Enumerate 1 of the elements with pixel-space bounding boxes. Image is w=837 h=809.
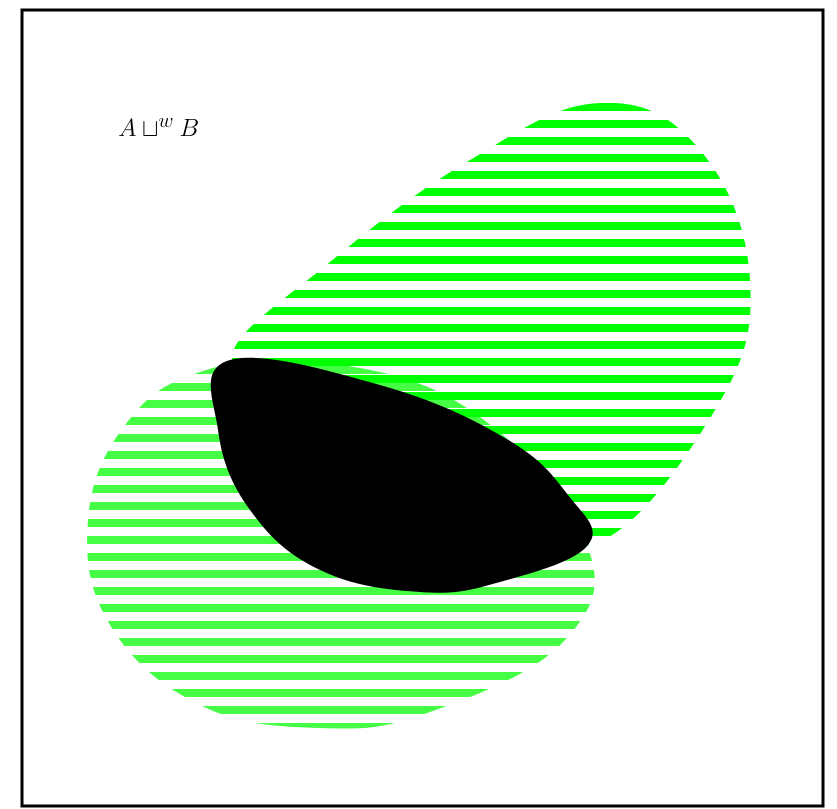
title: $A \sqcup^{w} B$ — [119, 118, 198, 136]
